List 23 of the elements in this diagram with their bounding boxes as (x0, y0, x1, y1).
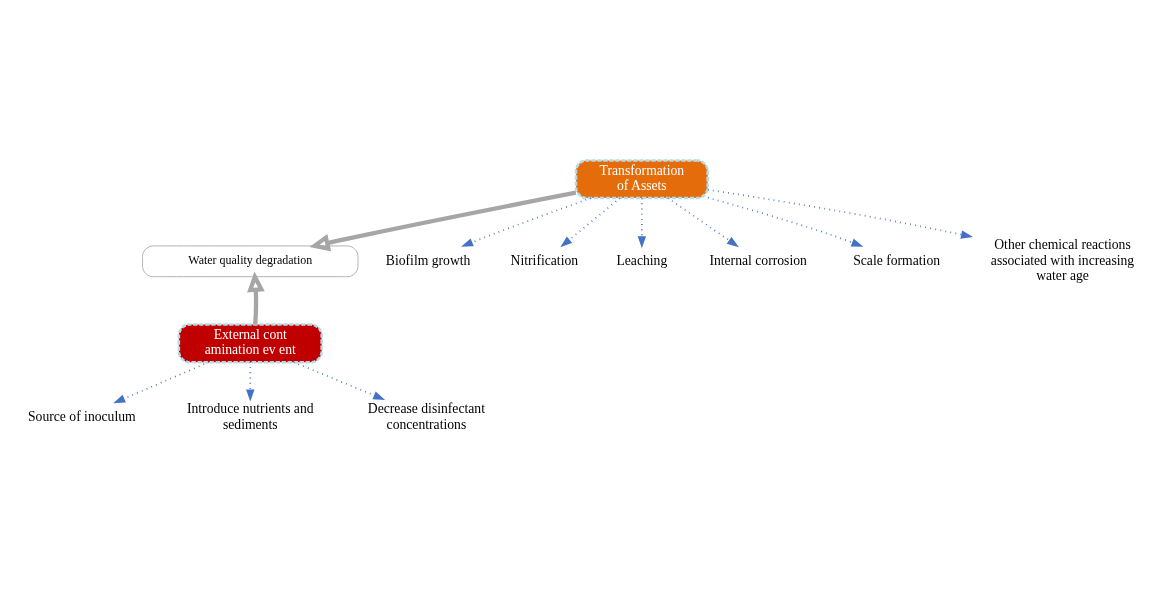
node-text: Leaching (616, 252, 668, 268)
arrow (707, 188, 973, 239)
node-box: Transformation of Assets (574, 158, 709, 199)
node-text: Other chemical reactions associated with increasing water age (990, 236, 1135, 283)
node-text: Biofilm growth (385, 252, 471, 268)
arrow (707, 196, 864, 247)
arrow (560, 196, 621, 247)
node-text: Nitrification (510, 252, 579, 268)
arrow (461, 196, 592, 247)
arrow (637, 196, 647, 248)
arrow (246, 360, 255, 401)
arrow (667, 196, 739, 247)
node-box: External cont amination ev ent (177, 322, 323, 363)
node-text: Source of inoculum (27, 408, 136, 424)
arrow (309, 190, 577, 251)
arrow (247, 271, 265, 325)
node-box: Water quality degradation (142, 245, 359, 277)
node-text: Introduce nutrients and sediments (186, 400, 314, 432)
node-text: Internal corrosion (709, 252, 807, 268)
node-text: Decrease disinfectant concentrations (367, 400, 485, 432)
arrow (292, 360, 386, 400)
node-text: Scale formation (853, 252, 941, 268)
arrow (113, 360, 210, 403)
